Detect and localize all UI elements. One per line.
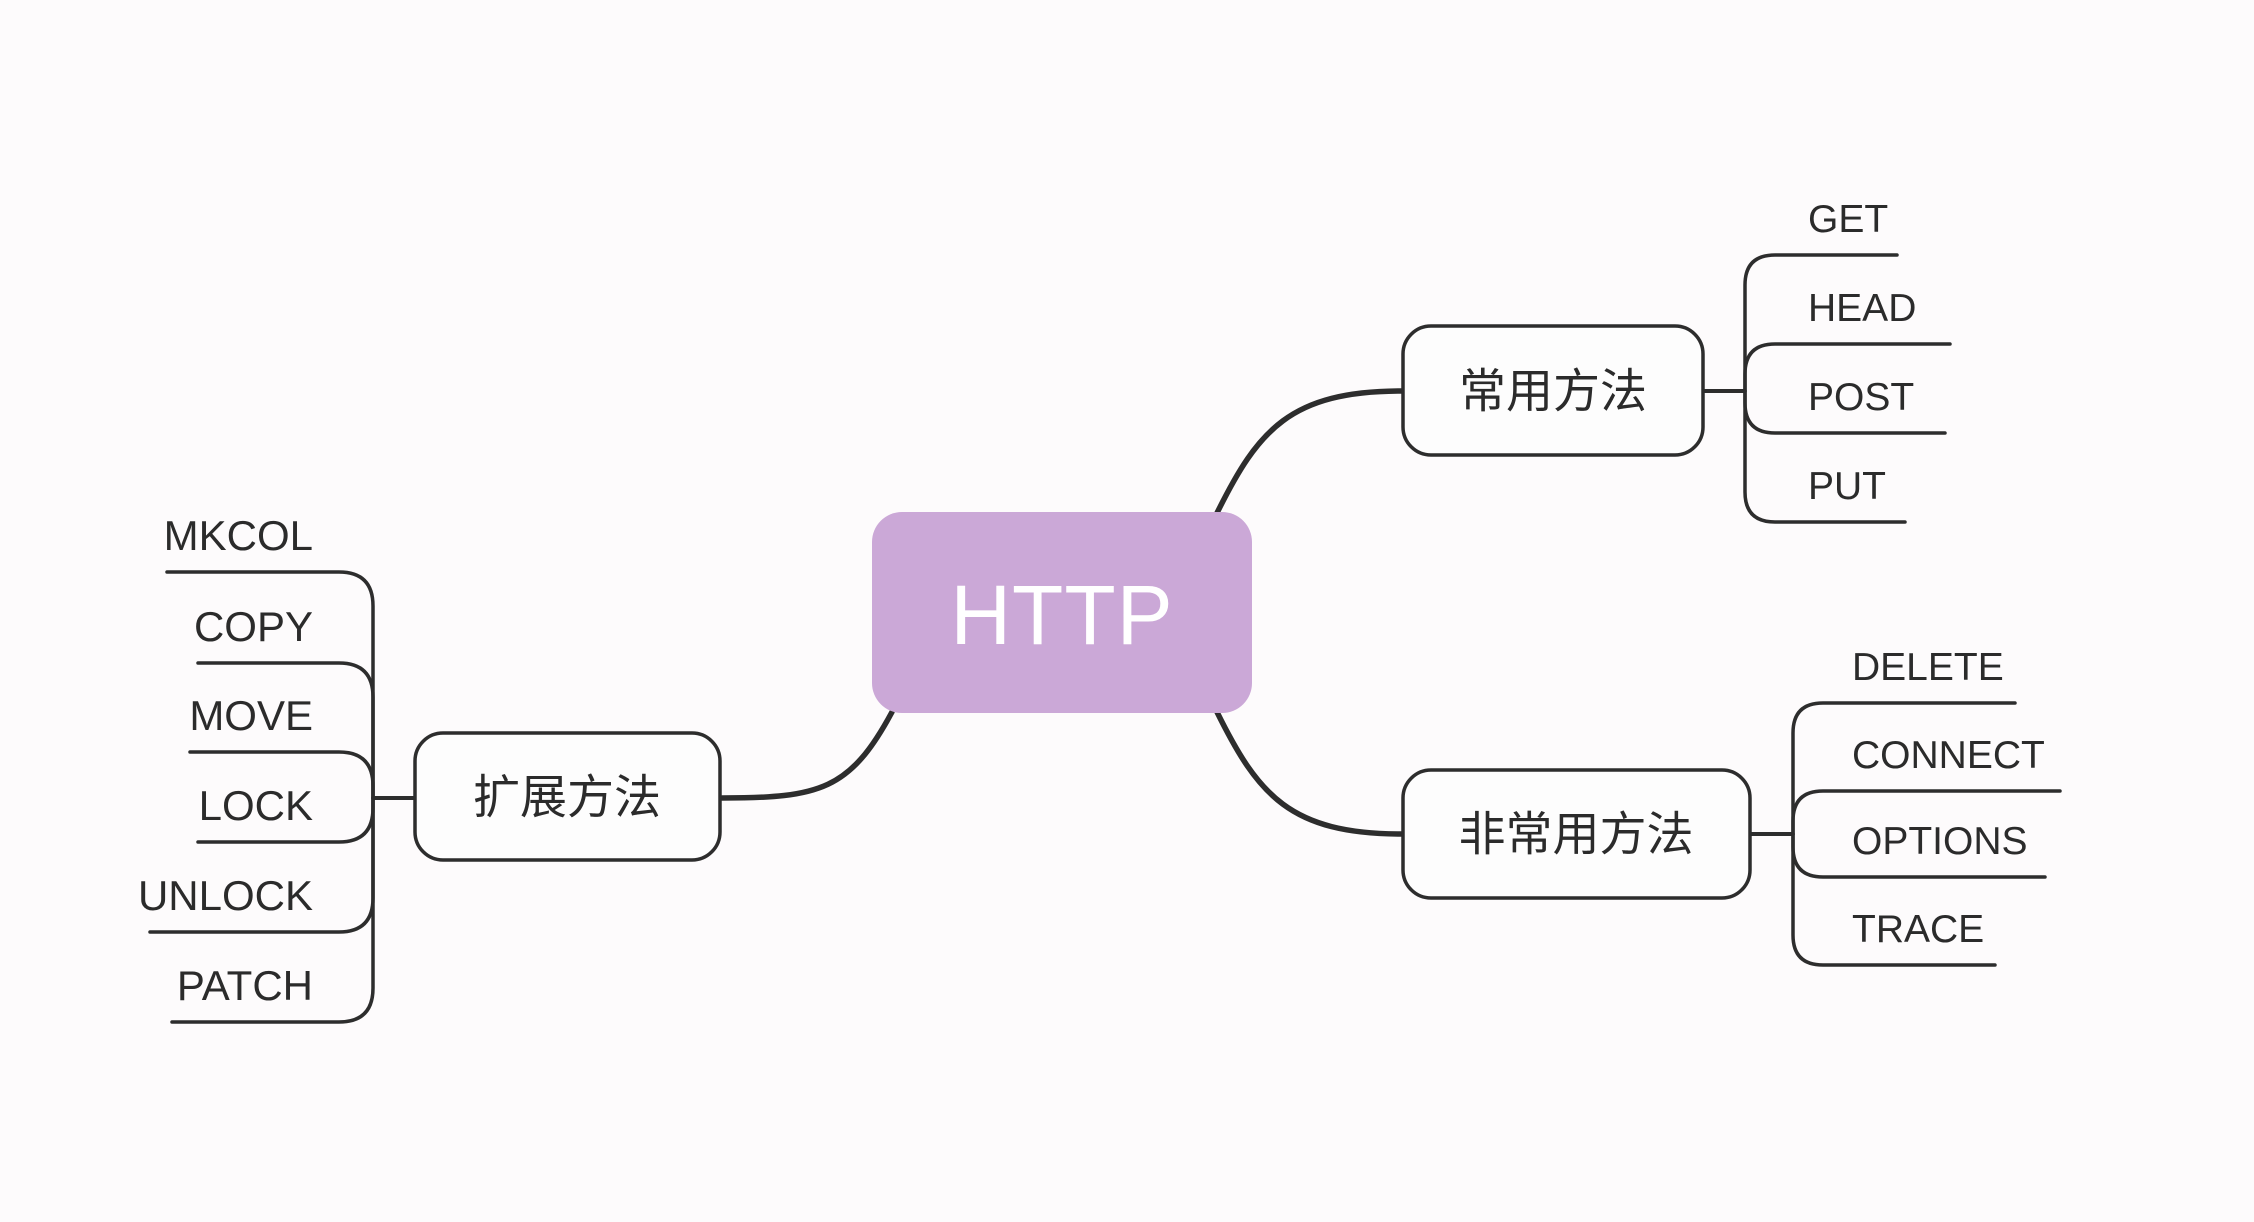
topic-unlock[interactable]: UNLOCK <box>138 872 313 919</box>
topic-post[interactable]: POST <box>1808 376 1914 419</box>
topic-uncommon-methods[interactable]: 非常用方法 <box>1401 768 1752 900</box>
topic-connect[interactable]: CONNECT <box>1852 734 2045 777</box>
topic-trace[interactable]: TRACE <box>1852 908 1984 951</box>
branch-curve-common-methods <box>1214 388 1405 516</box>
topic-put[interactable]: PUT <box>1808 465 1886 508</box>
connector-put <box>1743 389 1907 524</box>
connector-trace <box>1791 832 1997 967</box>
topic-patch[interactable]: PATCH <box>177 962 313 1009</box>
root-topic-label: HTTP <box>950 568 1173 662</box>
topic-common-methods-box <box>1401 324 1705 457</box>
topic-head[interactable]: HEAD <box>1808 287 1916 330</box>
topic-move[interactable]: MOVE <box>189 692 313 739</box>
connector-get <box>1743 253 1899 393</box>
topic-extension-methods-box <box>413 731 722 862</box>
topic-extension-methods[interactable]: 扩展方法 <box>413 731 722 862</box>
topic-uncommon-methods-label: 非常用方法 <box>1459 808 1694 861</box>
topic-options[interactable]: OPTIONS <box>1852 820 2028 863</box>
topic-uncommon-methods-box <box>1401 768 1752 900</box>
branch-curve-extension-methods <box>719 709 895 801</box>
topic-lock[interactable]: LOCK <box>199 782 313 829</box>
connector-move <box>188 750 375 800</box>
topic-get[interactable]: GET <box>1808 198 1888 241</box>
root-topic[interactable]: HTTP <box>872 512 1252 713</box>
branch-curve-uncommon-methods <box>1214 709 1405 837</box>
topic-copy[interactable]: COPY <box>194 603 313 650</box>
topic-mkcol[interactable]: MKCOL <box>164 512 313 559</box>
connector-delete <box>1791 701 2017 836</box>
connector-connect <box>1791 789 2062 836</box>
connector-copy <box>196 661 375 800</box>
root-topic-box <box>872 512 1252 713</box>
connector-head <box>1743 342 1952 393</box>
topic-delete[interactable]: DELETE <box>1852 646 2004 689</box>
connector-patch <box>170 796 375 1024</box>
topic-extension-methods-label: 扩展方法 <box>473 771 661 824</box>
connector-mkcol <box>165 570 375 800</box>
topic-common-methods[interactable]: 常用方法 <box>1401 324 1705 457</box>
topic-common-methods-label: 常用方法 <box>1459 365 1647 418</box>
